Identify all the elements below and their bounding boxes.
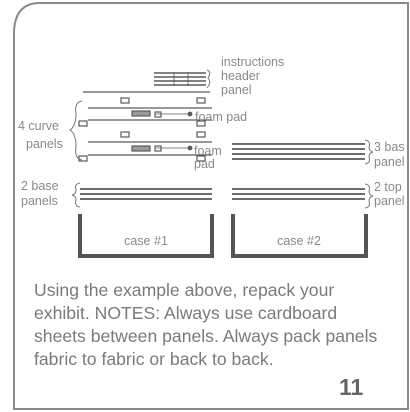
top-panels-label: 2 top panel (374, 180, 405, 208)
left-base-panels-label: 2 base panels (21, 179, 62, 208)
left-base-panel-stack (80, 188, 212, 200)
curve-panels-label: 4 curve panels (18, 119, 63, 151)
right-base-panels-brace (364, 139, 374, 165)
curve-panels-brace (69, 100, 83, 161)
top-panels-brace (364, 183, 374, 209)
instructions-panel-stack (83, 69, 211, 93)
case-1-label: case #1 (124, 234, 168, 248)
right-base-panels-label: 3 bas panel (374, 140, 408, 169)
page-number: 11 (339, 374, 364, 400)
repack-instructions-text: Using the example above, repack your exh… (34, 280, 378, 369)
top-panel-stack (232, 188, 365, 200)
curve-panel-pair-2 (78, 131, 212, 162)
page-frame (13, 2, 409, 410)
case-1-outline (78, 214, 214, 258)
foam-pad-label-1: foam pad (195, 110, 247, 124)
case-2-outline (231, 214, 368, 258)
foam-pad-label-2: foam pad (194, 144, 225, 171)
case-2-label: case #2 (277, 234, 321, 248)
right-base-panel-stack (232, 143, 365, 160)
instructions-header-label: instructions header panel (221, 55, 288, 97)
curve-panel-pair-1 (78, 97, 212, 127)
left-base-panels-brace (71, 182, 81, 208)
